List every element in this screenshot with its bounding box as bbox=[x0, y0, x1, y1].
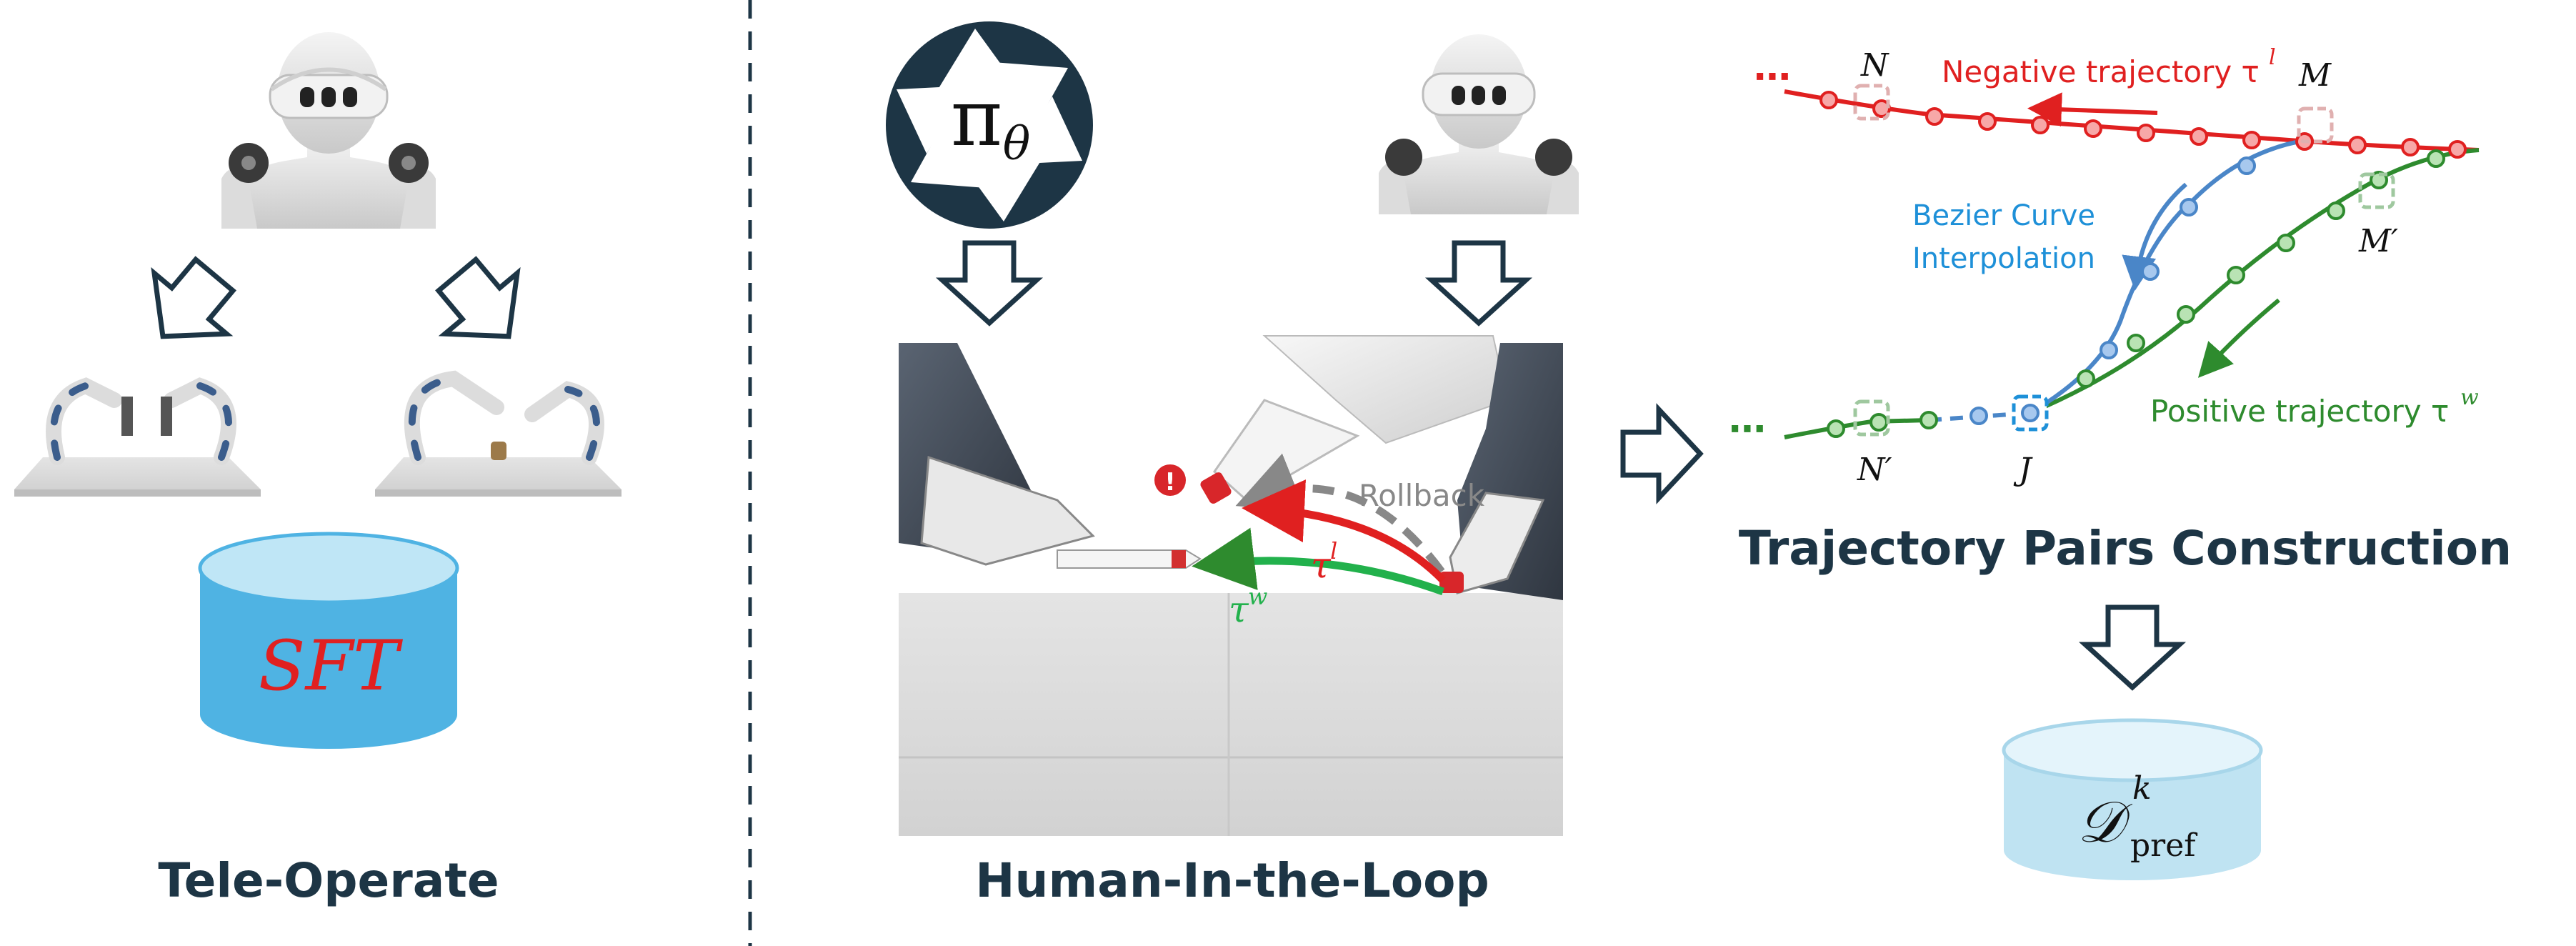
hitl-scene-image bbox=[899, 336, 1563, 836]
bezier-curve bbox=[2030, 140, 2307, 413]
pairs-title: Trajectory Pairs Construction bbox=[1739, 521, 2512, 576]
label-M: M bbox=[2298, 57, 2332, 94]
policy-aperture-icon: π θ bbox=[886, 21, 1093, 229]
arrow-down-operator-icon bbox=[1432, 243, 1526, 323]
positive-trajectory-label: Positive trajectory τ w bbox=[2150, 385, 2479, 429]
arrow-down-left-icon bbox=[126, 245, 250, 367]
robot-scene-left-image bbox=[14, 386, 261, 497]
arrow-down-right-icon bbox=[421, 245, 544, 367]
negative-direction-arrow bbox=[2036, 109, 2157, 113]
svg-text:Negative trajectory τ: Negative trajectory τ bbox=[1942, 54, 2260, 89]
sft-label: SFT bbox=[259, 626, 403, 706]
svg-text:l: l bbox=[2269, 45, 2276, 70]
hitl-title: Human-In-the-Loop bbox=[975, 853, 1489, 908]
teleop-title: Tele-Operate bbox=[158, 853, 499, 908]
arrow-down-policy-icon bbox=[942, 243, 1037, 323]
bezier-label: Bezier Curve Interpolation bbox=[1912, 199, 2095, 275]
sft-dataset-cylinder: SFT bbox=[200, 534, 457, 749]
bezier-nodes bbox=[1971, 158, 2255, 424]
pref-dataset-cylinder: 𝒟 k pref bbox=[2004, 720, 2261, 880]
robot-scene-right-image bbox=[375, 379, 621, 497]
policy-symbol: π bbox=[951, 72, 1002, 164]
label-M-prime: M′ bbox=[2358, 223, 2398, 259]
vr-operator-2-icon bbox=[1379, 34, 1579, 214]
svg-text:Bezier Curve: Bezier Curve bbox=[1912, 199, 2095, 232]
svg-text:τ: τ bbox=[1311, 544, 1332, 586]
vr-operator-icon bbox=[221, 32, 436, 229]
svg-text:!: ! bbox=[1164, 468, 1176, 497]
pref-dataset-sub: pref bbox=[2130, 827, 2197, 864]
label-N-prime: N′ bbox=[1857, 452, 1892, 488]
svg-text:τ: τ bbox=[1229, 589, 1249, 630]
svg-text:w: w bbox=[2460, 385, 2479, 410]
teleop-panel: SFT Tele-Operate bbox=[14, 32, 621, 908]
pref-dataset-sup: k bbox=[2132, 770, 2152, 807]
label-N: N bbox=[1860, 47, 1889, 84]
arrow-right-icon bbox=[1623, 409, 1700, 498]
hitl-panel: π θ bbox=[886, 21, 1579, 908]
pairs-panel: ⋯ ⋯ bbox=[1729, 45, 2512, 880]
negative-trajectory-label: Negative trajectory τ l bbox=[1942, 45, 2276, 89]
svg-text:Interpolation: Interpolation bbox=[1912, 242, 2095, 275]
svg-text:l: l bbox=[1330, 537, 1337, 564]
svg-text:w: w bbox=[1248, 583, 1267, 610]
positive-direction-arrow bbox=[2204, 300, 2279, 372]
svg-text:Positive trajectory τ: Positive trajectory τ bbox=[2150, 394, 2449, 429]
ellipsis-top: ⋯ bbox=[1754, 56, 1791, 99]
ellipsis-bottom: ⋯ bbox=[1729, 408, 1766, 451]
negative-trajectory-nodes bbox=[1821, 92, 2465, 157]
arrow-down-pairs-icon bbox=[2085, 607, 2180, 687]
policy-subscript: θ bbox=[1003, 118, 1031, 171]
label-J: J bbox=[2013, 452, 2033, 488]
rollback-label: Rollback bbox=[1359, 478, 1485, 513]
